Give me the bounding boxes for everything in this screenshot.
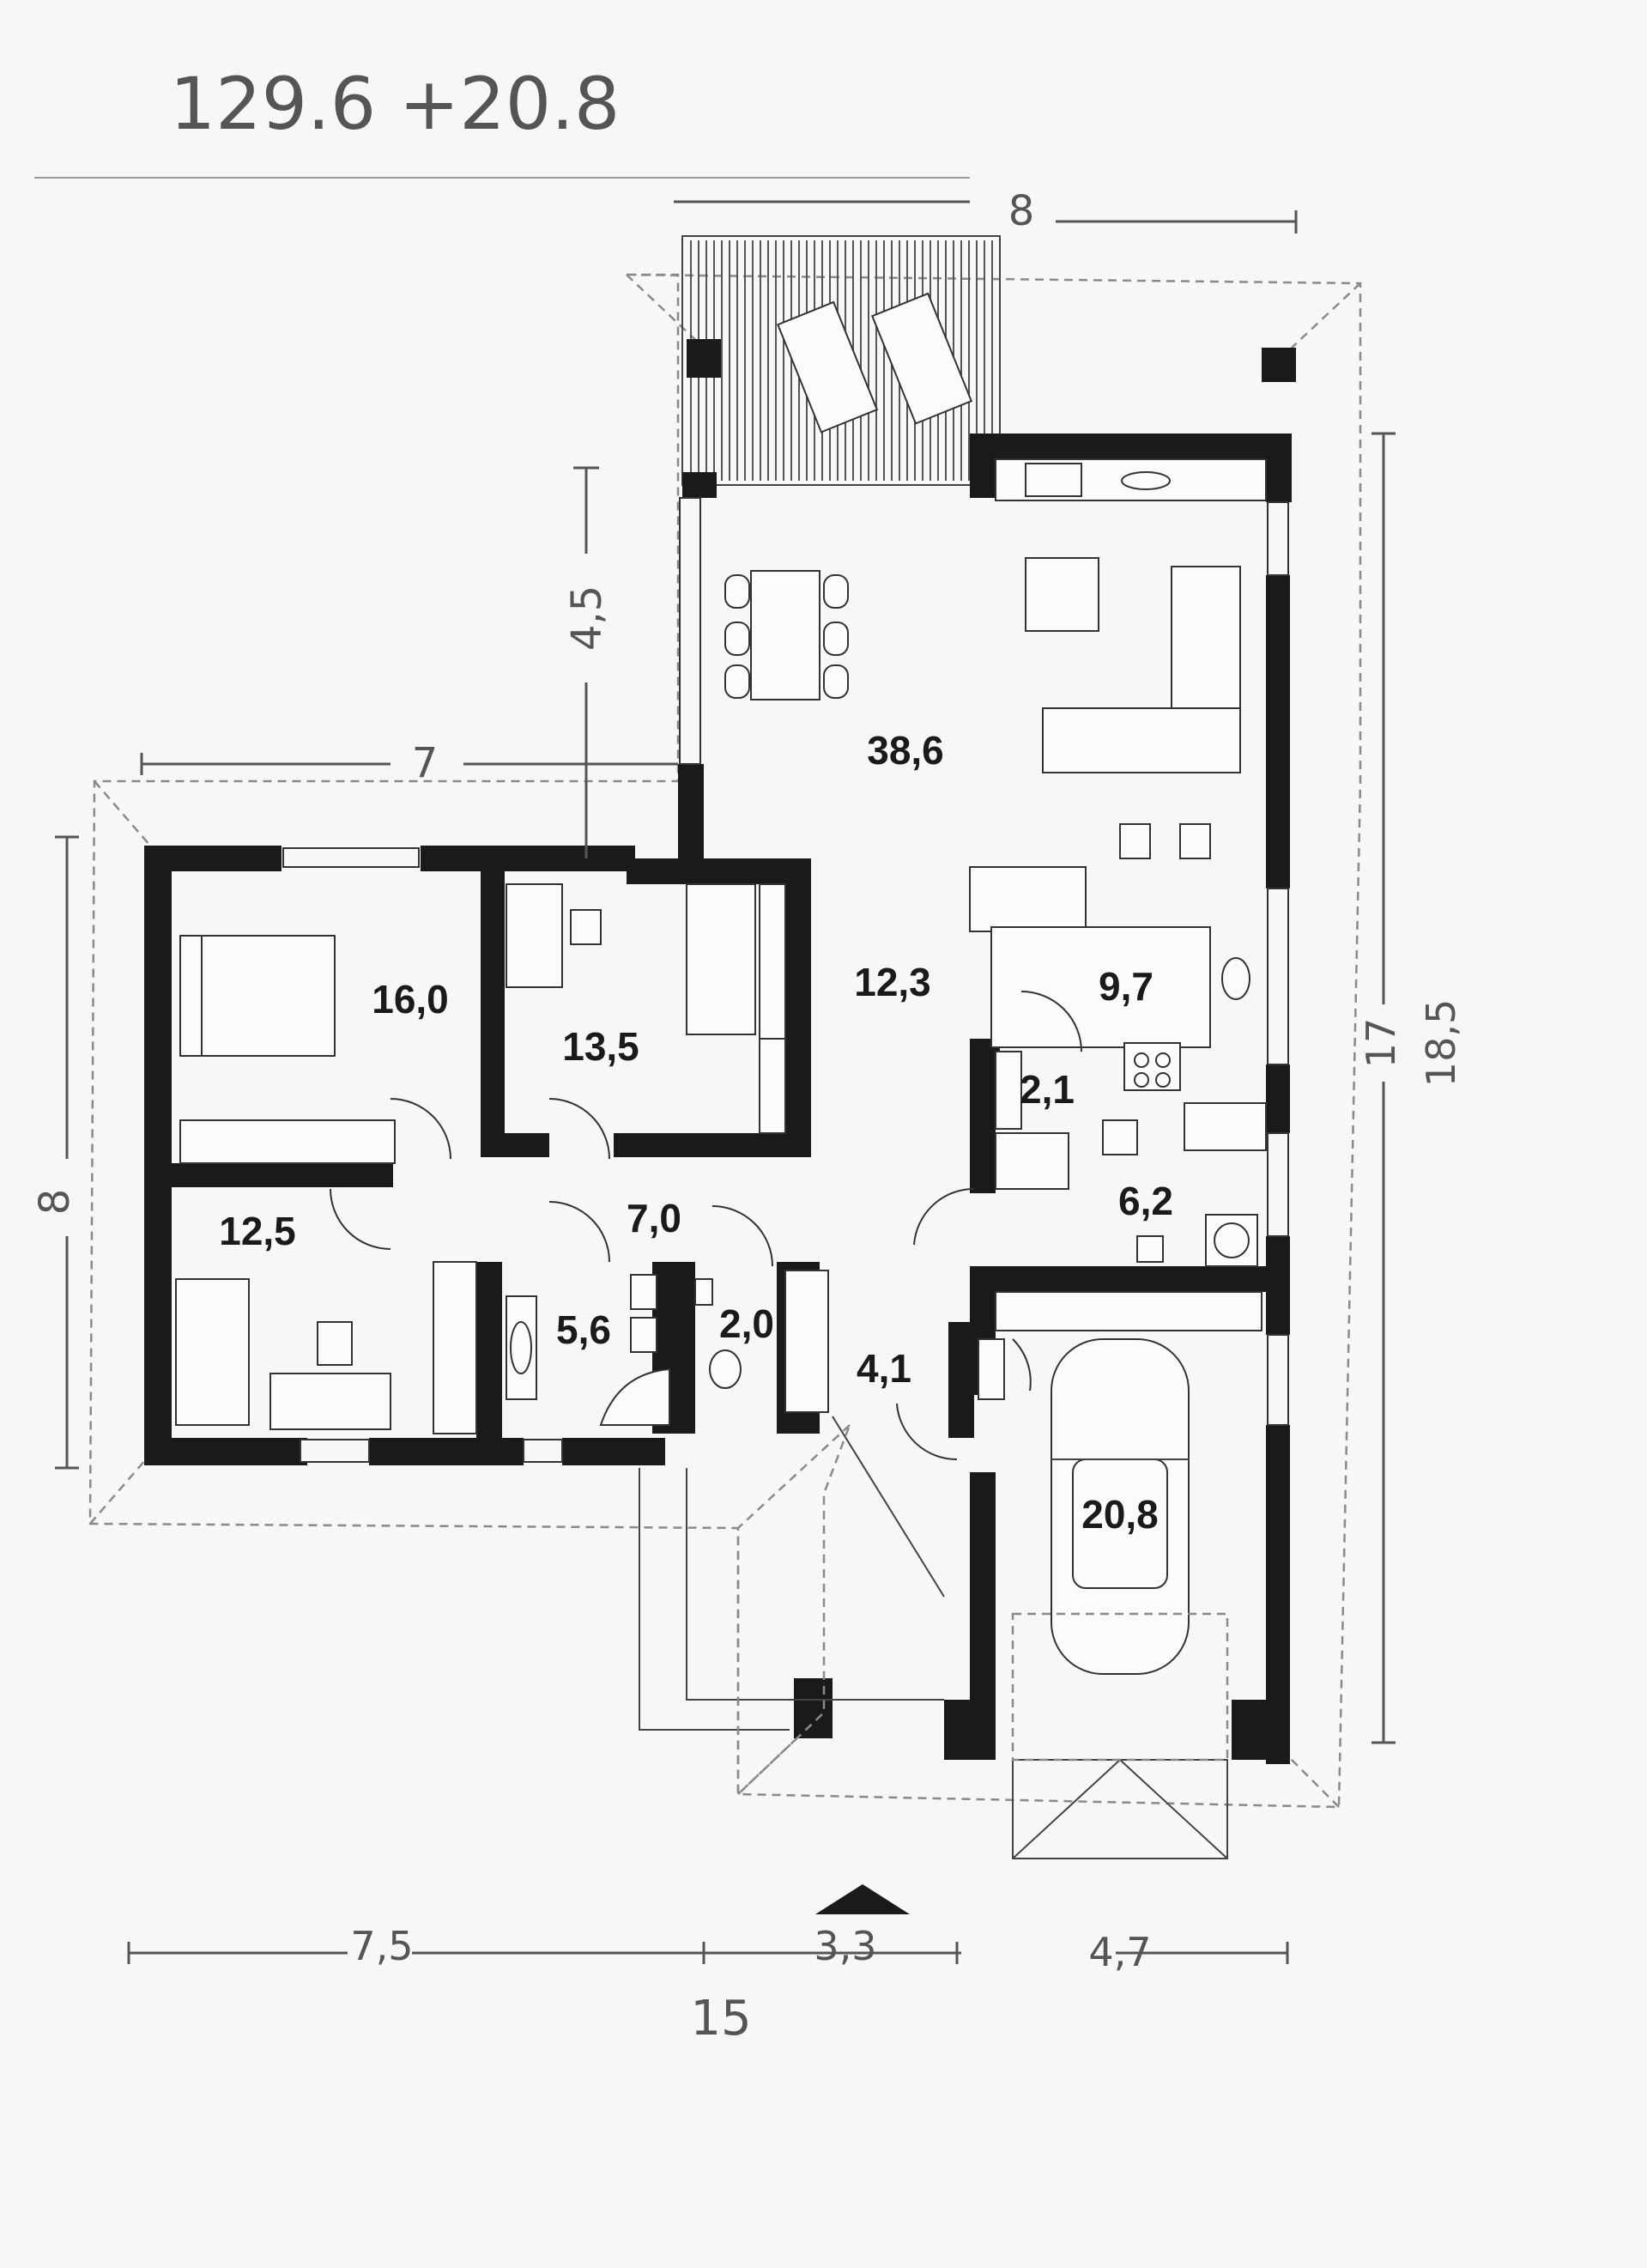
dimension-lines: 8 4,5 7 8 17 18,5 7,5 3,3 4,7 15 [31,187,1464,2047]
dining-chair [823,574,849,609]
dining-chair [823,664,849,699]
dim-top: 8 [1008,187,1035,235]
room-label-kitchen: 9,7 [1099,964,1154,1009]
room-label-corridor: 7,0 [627,1196,681,1240]
dining-chair [724,622,750,656]
dim-left-wing-top: 7 [412,739,439,787]
dining-chair [724,664,750,699]
area-note: 129.6 +20.8 [170,62,621,146]
room-label-entry: 4,1 [857,1346,911,1391]
dim-right-outer: 18,5 [1418,999,1464,1087]
room-label-living: 38,6 [867,728,944,773]
room-label-bedroom3: 12,5 [219,1209,296,1253]
windows [282,497,1289,1463]
dim-bottom-right: 4,7 [1088,1929,1151,1975]
room-label-hall: 12,3 [854,960,931,1004]
dining-chair [724,574,750,609]
entrance-canopy [639,1416,1229,1859]
furniture [175,458,1267,1675]
entrance-arrow-icon [815,1884,910,1914]
dim-bottom-total: 15 [690,1991,751,2047]
room-label-pantry: 2,1 [1020,1067,1075,1112]
room-label-wc: 2,0 [719,1301,774,1346]
room-label-bathroom: 5,6 [556,1307,611,1352]
dim-bottom-left: 7,5 [350,1923,413,1969]
room-label-bedroom1: 16,0 [372,977,449,1022]
terrace [681,235,1001,486]
dining-chair [823,622,849,656]
room-labels: 38,6 12,3 9,7 2,1 6,2 16,0 13,5 12,5 7,0… [219,728,1173,1537]
doors [330,991,1082,1461]
room-label-utility: 6,2 [1118,1179,1173,1223]
dim-bottom-mid: 3,3 [814,1923,876,1969]
room-label-bedroom2: 13,5 [562,1024,639,1069]
dim-left-wing-height: 8 [31,1189,79,1216]
room-label-garage: 20,8 [1081,1492,1159,1537]
dim-left-upper: 4,5 [563,585,611,651]
dim-right-inner: 17 [1358,1018,1404,1069]
